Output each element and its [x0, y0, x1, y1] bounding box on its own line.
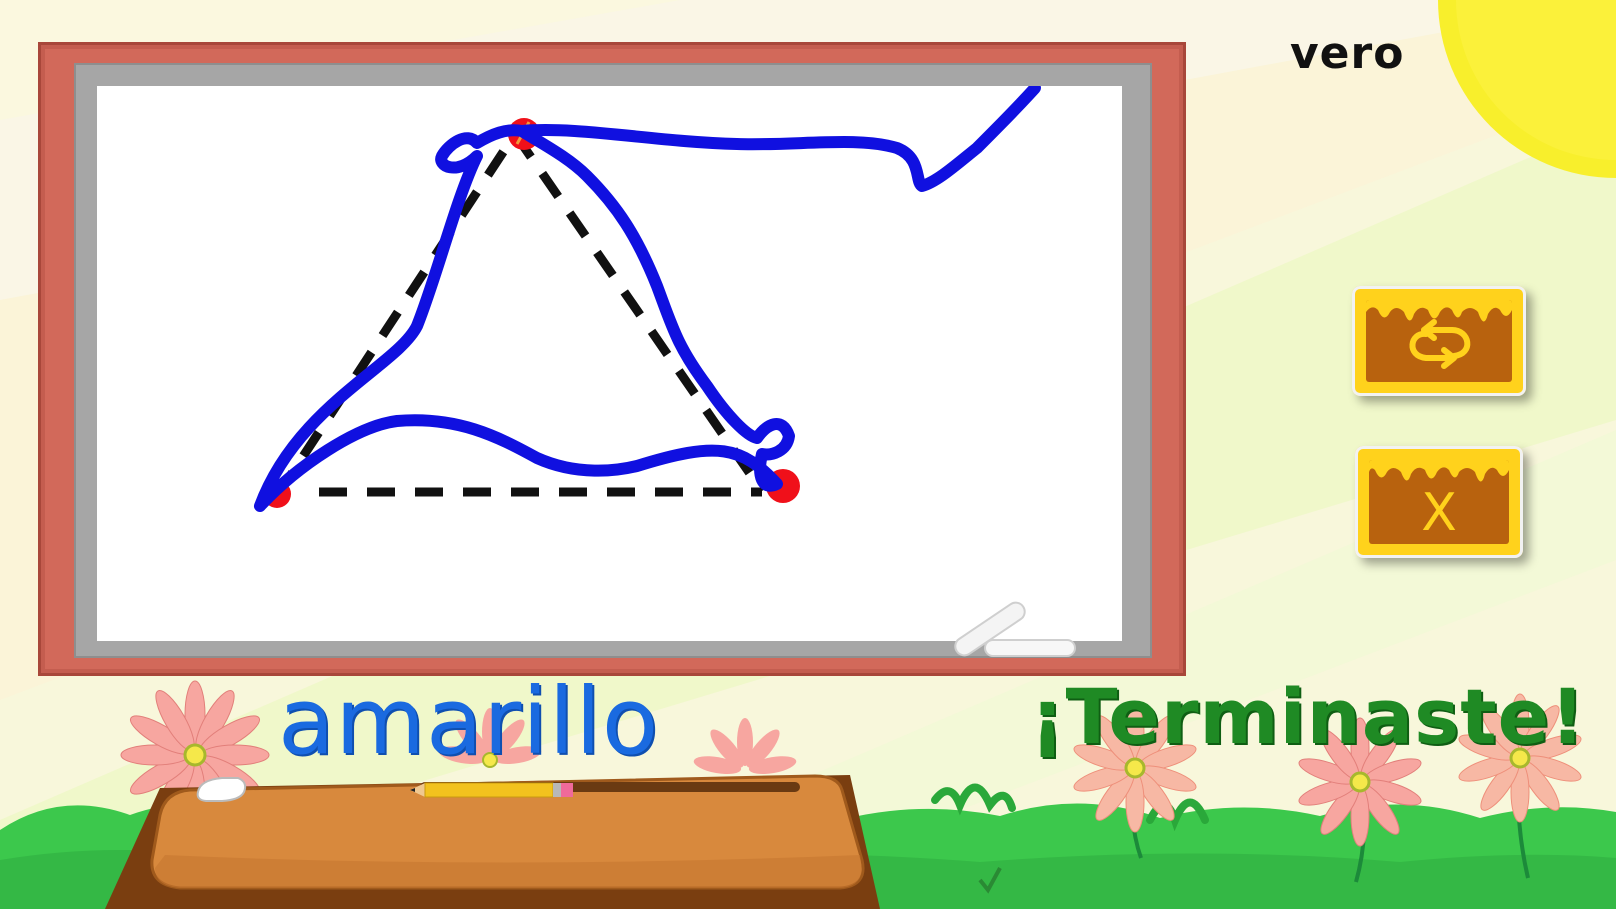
- pencil-icon: [410, 782, 800, 798]
- repeat-button[interactable]: [1352, 286, 1526, 396]
- flower: [1073, 703, 1197, 859]
- flower: [693, 718, 797, 775]
- close-button[interactable]: X: [1355, 446, 1523, 558]
- flower: [438, 708, 542, 768]
- drawing-canvas[interactable]: [97, 86, 1122, 641]
- close-label: X: [1421, 483, 1457, 543]
- eraser-icon: [196, 777, 247, 802]
- close-icon: X: [1421, 483, 1457, 543]
- guide-triangle: [273, 131, 766, 499]
- flower: [1458, 693, 1582, 879]
- username-label: vero: [1290, 28, 1405, 79]
- flower: [120, 680, 270, 830]
- user-stroke: [516, 86, 1041, 192]
- flower: [1298, 717, 1422, 883]
- user-stroke: [254, 124, 795, 512]
- desk: [105, 774, 880, 909]
- repeat-arrows-icon: [1409, 319, 1471, 369]
- finished-message: ¡Terminaste!: [1030, 672, 1586, 761]
- target-word: amarillo: [278, 668, 660, 775]
